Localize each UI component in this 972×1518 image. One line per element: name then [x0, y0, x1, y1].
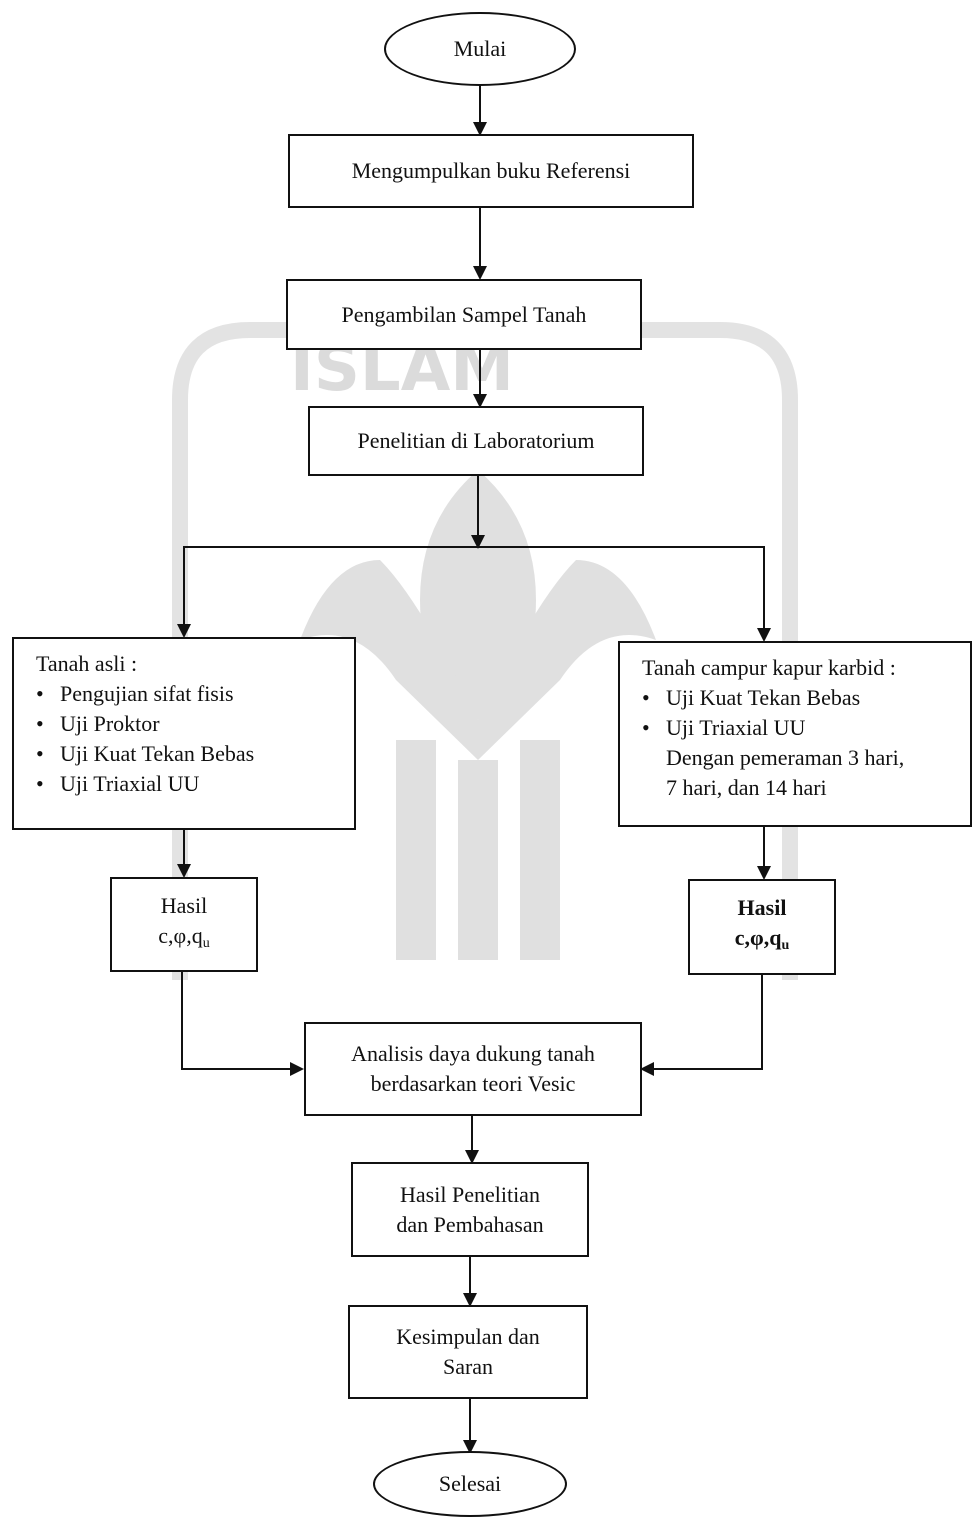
split-line-left [177, 546, 478, 638]
results-line: dan Pembahasan [396, 1211, 544, 1237]
carbide-lime-soil-title: Tanah campur kapur karbid : [642, 655, 896, 680]
original-soil-result-title: Hasil [160, 892, 208, 918]
arrow-leftresult-to-analysis [181, 970, 304, 1076]
step-collect-references-label: Mengumpulkan buku Referensi [351, 158, 631, 183]
results-line: Hasil Penelitian [400, 1181, 540, 1207]
bearing-capacity-analysis: Analisis daya dukung tanah berdasarkan t… [304, 1022, 642, 1116]
arrow-rightresult-to-analysis [640, 975, 763, 1076]
carbide-lime-soil-result-title: Hasil [737, 895, 787, 920]
original-soil-result: Hasil c,φ,qu [110, 877, 258, 972]
carbide-lime-soil-box: Tanah campur kapur karbid : Uji Kuat Tek… [618, 641, 972, 827]
list-item: Uji Triaxial UU [36, 769, 254, 799]
original-soil-title: Tanah asli : [36, 651, 138, 676]
list-item: Uji Proktor [36, 709, 254, 739]
conclusion-line: Saran [442, 1354, 494, 1379]
carbide-lime-soil-result: Hasil c,φ,qu [688, 879, 836, 975]
start-label: Mulai [453, 36, 507, 61]
step-collect-references: Mengumpulkan buku Referensi [288, 134, 694, 208]
step-soil-sampling: Pengambilan Sampel Tanah [286, 279, 642, 350]
analysis-line: berdasarkan teori Vesic [370, 1071, 576, 1096]
curing-note-line: Dengan pemeraman 3 hari, [666, 745, 905, 770]
start-node: Mulai [384, 12, 576, 86]
step-soil-sampling-label: Pengambilan Sampel Tanah [341, 301, 587, 327]
split-line-right [478, 546, 771, 642]
conclusion-suggestions: Kesimpulan dan Saran [348, 1305, 588, 1399]
carbide-lime-soil-result-params: c,φ,qu [734, 925, 790, 953]
end-node: Selesai [373, 1451, 567, 1517]
list-item: Uji Kuat Tekan Bebas [642, 683, 860, 713]
carbide-lime-soil-tests: Uji Kuat Tekan Bebas Uji Triaxial UU [642, 683, 860, 743]
curing-note-line: 7 hari, dan 14 hari [666, 775, 827, 800]
step-lab-research-label: Penelitian di Laboratorium [357, 428, 595, 453]
original-soil-tests: Pengujian sifat fisis Uji Proktor Uji Ku… [36, 679, 254, 799]
end-label: Selesai [438, 1471, 502, 1496]
conclusion-line: Kesimpulan dan [396, 1324, 540, 1349]
analysis-line: Analisis daya dukung tanah [351, 1041, 595, 1066]
research-results-discussion: Hasil Penelitian dan Pembahasan [351, 1162, 589, 1257]
original-soil-box: Tanah asli : Pengujian sifat fisis Uji P… [12, 637, 356, 830]
step-lab-research: Penelitian di Laboratorium [308, 406, 644, 476]
list-item: Uji Triaxial UU [642, 713, 860, 743]
original-soil-result-params: c,φ,qu [158, 922, 210, 951]
list-item: Pengujian sifat fisis [36, 679, 254, 709]
list-item: Uji Kuat Tekan Bebas [36, 739, 254, 769]
